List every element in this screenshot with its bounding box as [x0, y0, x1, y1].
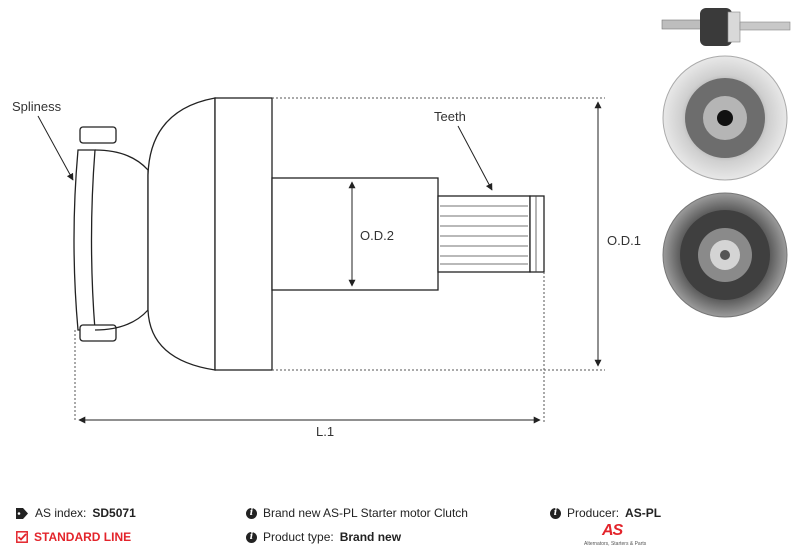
as-index: AS index: SD5071 [16, 506, 136, 520]
teeth-leader [457, 125, 493, 191]
standard-line: STANDARD LINE [16, 530, 131, 544]
clutch-outline [73, 97, 545, 371]
as-index-label: AS index: [35, 506, 87, 520]
producer: i Producer: AS-PL [550, 506, 661, 520]
spliness-label: Spliness [12, 99, 62, 114]
info-icon: i [246, 507, 257, 519]
as-index-value: SD5071 [92, 506, 136, 520]
dimension-extensions [74, 97, 605, 422]
od2-label: O.D.2 [360, 228, 394, 243]
check-square-icon [16, 531, 28, 543]
spliness-leader [37, 115, 74, 181]
flange-arc [73, 149, 96, 331]
producer-value: AS-PL [625, 506, 662, 520]
l1-label: L.1 [316, 424, 334, 439]
sleeve [271, 177, 439, 291]
pinion-teeth-lines [440, 196, 537, 272]
top-tab [79, 126, 117, 144]
description-text: Brand new AS-PL Starter motor Clutch [263, 506, 468, 520]
pinion [437, 195, 531, 273]
info-icon: i [246, 531, 257, 543]
product-photo-back [662, 192, 788, 318]
tag-icon [16, 507, 29, 519]
product-type-value: Brand new [339, 530, 402, 544]
product-type-label: Product type: [263, 530, 334, 544]
description: i Brand new AS-PL Starter motor Clutch [246, 506, 468, 520]
asp-logo: AS Alternators, Starters & Parts [584, 522, 654, 550]
bottom-tab [79, 324, 117, 342]
standard-line-label: STANDARD LINE [34, 530, 132, 544]
od1-label: O.D.1 [607, 233, 641, 248]
logo-mark: AS [602, 522, 623, 539]
pinion-tip [529, 195, 545, 273]
product-type: i Product type: Brand new [246, 530, 401, 544]
producer-label: Producer: [567, 506, 620, 520]
technical-drawing: Spliness Teeth O.D.2 O.D.1 L.1 [12, 8, 791, 439]
info-icon: i [550, 507, 561, 519]
main-body [214, 97, 273, 371]
product-photo-front [662, 55, 788, 181]
logo-subtitle: Alternators, Starters & Parts [584, 541, 647, 547]
footer: AS index: SD5071 STANDARD LINE i Brand n… [0, 496, 800, 550]
teeth-label: Teeth [434, 109, 466, 124]
product-photo-side [661, 8, 791, 46]
bell-housing [147, 97, 216, 371]
neck [94, 149, 149, 331]
